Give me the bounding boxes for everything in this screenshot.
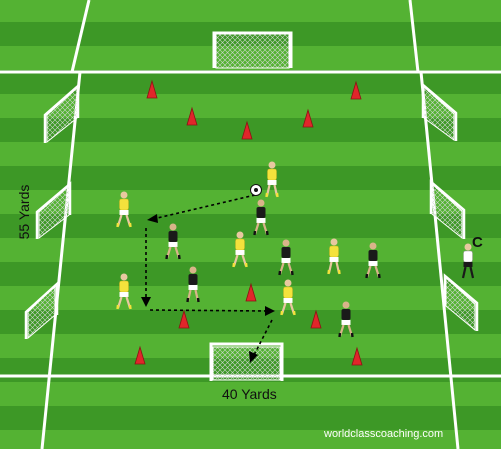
right-upper-line	[408, 0, 420, 73]
cone	[351, 346, 363, 366]
right-goal-3	[443, 273, 479, 332]
left-upper-line	[70, 0, 91, 73]
black-player	[165, 223, 181, 260]
right-small-goals	[421, 82, 479, 332]
yellow-player	[116, 273, 132, 310]
coach-figure	[461, 243, 475, 279]
yellow-player	[232, 231, 248, 268]
cone	[350, 80, 362, 100]
coach-label: C	[472, 234, 483, 251]
top-goal	[212, 31, 293, 69]
arrowhead	[265, 306, 275, 316]
watermark-text: worldclasscoaching.com	[324, 428, 444, 440]
left-small-goals	[24, 83, 80, 340]
left-sideline	[40, 71, 82, 449]
black-player	[365, 242, 381, 279]
left-goal-2	[35, 181, 72, 240]
right-goal-2	[429, 179, 466, 240]
cones	[134, 79, 363, 366]
black-player	[186, 266, 200, 303]
cone	[178, 309, 190, 329]
yellow-player	[116, 191, 132, 228]
length-label: 55 Yards	[16, 184, 32, 240]
bottom-goal	[209, 342, 284, 381]
cone	[134, 345, 146, 365]
soccer-ball-icon	[250, 184, 262, 196]
cone	[241, 120, 253, 140]
left-goal-1	[43, 83, 80, 144]
left-goal-3	[24, 281, 59, 340]
arrowheads	[141, 214, 275, 363]
movement-arrows	[145, 194, 273, 358]
yellow-player	[265, 161, 279, 198]
cone	[146, 79, 158, 99]
width-label: 40 Yards	[222, 386, 277, 402]
black-player	[278, 239, 294, 276]
right-goal-1	[421, 82, 458, 141]
cone	[186, 106, 198, 126]
black-team	[165, 199, 381, 338]
arrowhead	[147, 214, 158, 223]
black-player	[253, 199, 269, 236]
yellow-player	[280, 279, 296, 316]
cone	[245, 282, 257, 302]
cone	[310, 309, 322, 329]
run-arrow-2	[149, 309, 269, 312]
arrowhead	[141, 297, 151, 307]
black-player	[338, 301, 354, 338]
arrowhead	[249, 351, 258, 363]
yellow-team	[116, 161, 341, 316]
yellow-player	[327, 238, 341, 275]
right-sideline	[419, 71, 460, 449]
shot-arrow	[252, 319, 273, 358]
cone	[302, 108, 314, 128]
